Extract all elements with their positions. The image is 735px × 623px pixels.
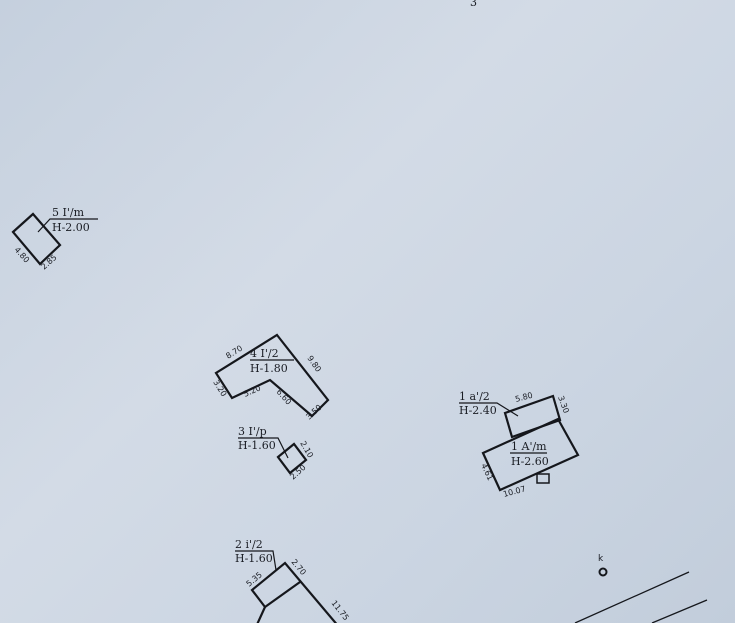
building-2-label: 2 i'/2 — [235, 538, 263, 551]
dim: 5.80 — [514, 391, 534, 404]
dim: 2.70 — [289, 558, 307, 577]
dim: 3.20 — [211, 378, 228, 398]
building-1a-label: 1 a'/2 — [459, 390, 490, 403]
dim: 6.60 — [275, 387, 294, 406]
marker-label: k — [598, 554, 604, 564]
building-5: 5 I'/m H-2.00 4.80 2.85 — [11, 206, 98, 272]
road-edge — [574, 571, 690, 623]
well-marker: k — [598, 554, 608, 577]
dim: 2.50 — [288, 463, 307, 482]
dim: 5.35 — [245, 570, 264, 588]
building-1A-label: 1 A'/m — [511, 440, 547, 453]
building-5-height: H-2.00 — [52, 221, 90, 234]
dim: 4.61 — [479, 462, 495, 482]
building-5-label: 5 I'/m — [52, 206, 85, 219]
dim: 5.20 — [242, 383, 262, 398]
building-4-height: H-1.80 — [250, 362, 288, 375]
dim: 2.85 — [39, 253, 58, 272]
building-2-height: H-1.60 — [235, 552, 273, 565]
dim: 3.50 — [304, 403, 323, 422]
building-3-label: 3 I'/p — [238, 425, 267, 438]
building-3: 3 I'/p H-1.60 2.10 2.50 — [238, 425, 315, 481]
building-4-label: 4 I'/2 — [250, 347, 279, 360]
dim: 9.80 — [305, 354, 323, 374]
sheet-fragment: 3 — [470, 0, 477, 9]
road-edge — [651, 599, 708, 623]
building-4: 4 I'/2 H-1.80 8.70 9.80 3.20 5.20 6.60 3… — [211, 333, 330, 422]
dim: 4.80 — [13, 245, 32, 264]
building-1a-height: H-2.40 — [459, 404, 497, 417]
building-1: 1 a'/2 H-2.40 1 A'/m H-2.60 5.80 3.30 4.… — [459, 390, 580, 499]
dim: 2.10 — [298, 440, 315, 460]
building-3-height: H-1.60 — [238, 439, 276, 452]
building-1A-height: H-2.60 — [511, 455, 549, 468]
building-2: 2 i'/2 H-1.60 5.35 2.70 11.75 — [235, 538, 351, 623]
